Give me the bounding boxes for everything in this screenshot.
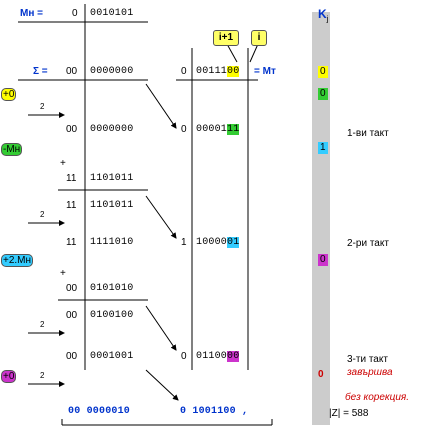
mn-bits: 0010101: [90, 8, 134, 19]
row-sign: 11: [66, 237, 77, 248]
row-sign: 00: [66, 283, 78, 294]
mt-bits: 0011100: [196, 66, 240, 78]
mn-sign: 0: [72, 8, 78, 19]
op-plus-zero-1: +0: [1, 88, 17, 101]
mt-row-sign: 0: [181, 351, 187, 362]
row-bits: 1111010: [90, 237, 134, 248]
callout-i-plus-1: i+1: [213, 30, 239, 46]
shift-label-1: 2: [40, 102, 45, 111]
k-subscript: j: [326, 14, 329, 24]
end-zero: 0: [318, 369, 324, 380]
mt-sign: 0: [181, 66, 187, 77]
row-bits: 0001001: [90, 351, 134, 362]
mt-row-prefix: 01100: [196, 351, 228, 362]
mt-row-prefix: 10000: [196, 237, 228, 248]
k-value: 0: [318, 254, 328, 266]
plus-sign-2: +: [60, 268, 66, 279]
mt-row-sign: 1: [181, 237, 187, 248]
shift-label-2: 2: [40, 210, 45, 219]
result-left: 00 0000010: [68, 406, 131, 417]
row-bits: 0000000: [90, 124, 134, 135]
op-minus-mn: -Мн: [1, 143, 23, 156]
row-sign: 11: [66, 173, 77, 184]
sum-left-bits: 0000000: [90, 66, 134, 77]
z-result: |Z| = 588: [329, 408, 369, 419]
k-value: 0: [318, 88, 328, 100]
row-sign: 00: [66, 124, 78, 135]
k-value: 1: [318, 142, 328, 154]
row-bits: 1101011: [90, 173, 134, 184]
op-plus-2mn: +2.Мн: [1, 254, 34, 267]
mt-row-prefix: 00001: [196, 124, 228, 135]
mn-label: Мн =: [20, 8, 43, 19]
row-sign: 00: [66, 351, 78, 362]
row-sign: 11: [66, 200, 77, 211]
shift-label-3: 2: [40, 320, 45, 329]
tact-label: 1-ви такт: [347, 128, 389, 139]
row-bits: 0101010: [90, 283, 134, 294]
row-sign: 00: [66, 310, 78, 321]
end-note-line1: завършва: [347, 367, 393, 378]
sum-left-sign: 00: [66, 66, 78, 77]
row-bits: 1101011: [90, 200, 134, 211]
mt-bits-highlight: 00: [227, 66, 240, 77]
plus-sign-1: +: [60, 158, 66, 169]
mt-bits-prefix: 00111: [196, 66, 228, 77]
end-note-line2: без корекция.: [345, 392, 410, 403]
shift-label-4: 2: [40, 371, 45, 380]
mt-row-bits: 1000001: [196, 237, 240, 249]
callout-i: i: [251, 30, 267, 46]
mt-row-highlight: 11: [227, 124, 240, 135]
mt-row-bits: 0000111: [196, 124, 240, 136]
op-plus-zero-2: +0: [1, 370, 17, 383]
k-header: Kj: [318, 8, 328, 25]
sigma-label: Σ =: [33, 66, 48, 77]
mt-row-highlight: 01: [227, 237, 240, 248]
result-right: 0 1001100 ,: [180, 406, 249, 417]
tact-label: 2-ри такт: [347, 238, 389, 249]
k-column-band: [312, 12, 330, 425]
mt-row-bits: 0110000: [196, 351, 240, 363]
mt-row-highlight: 00: [227, 351, 240, 362]
k-label: K: [318, 7, 327, 21]
mt-row-sign: 0: [181, 124, 187, 135]
tact-label: 3-ти такт: [347, 354, 388, 365]
row-bits: 0100100: [90, 310, 134, 321]
mt-label: = Мт: [254, 66, 276, 77]
k-value-initial: 0: [318, 66, 328, 78]
